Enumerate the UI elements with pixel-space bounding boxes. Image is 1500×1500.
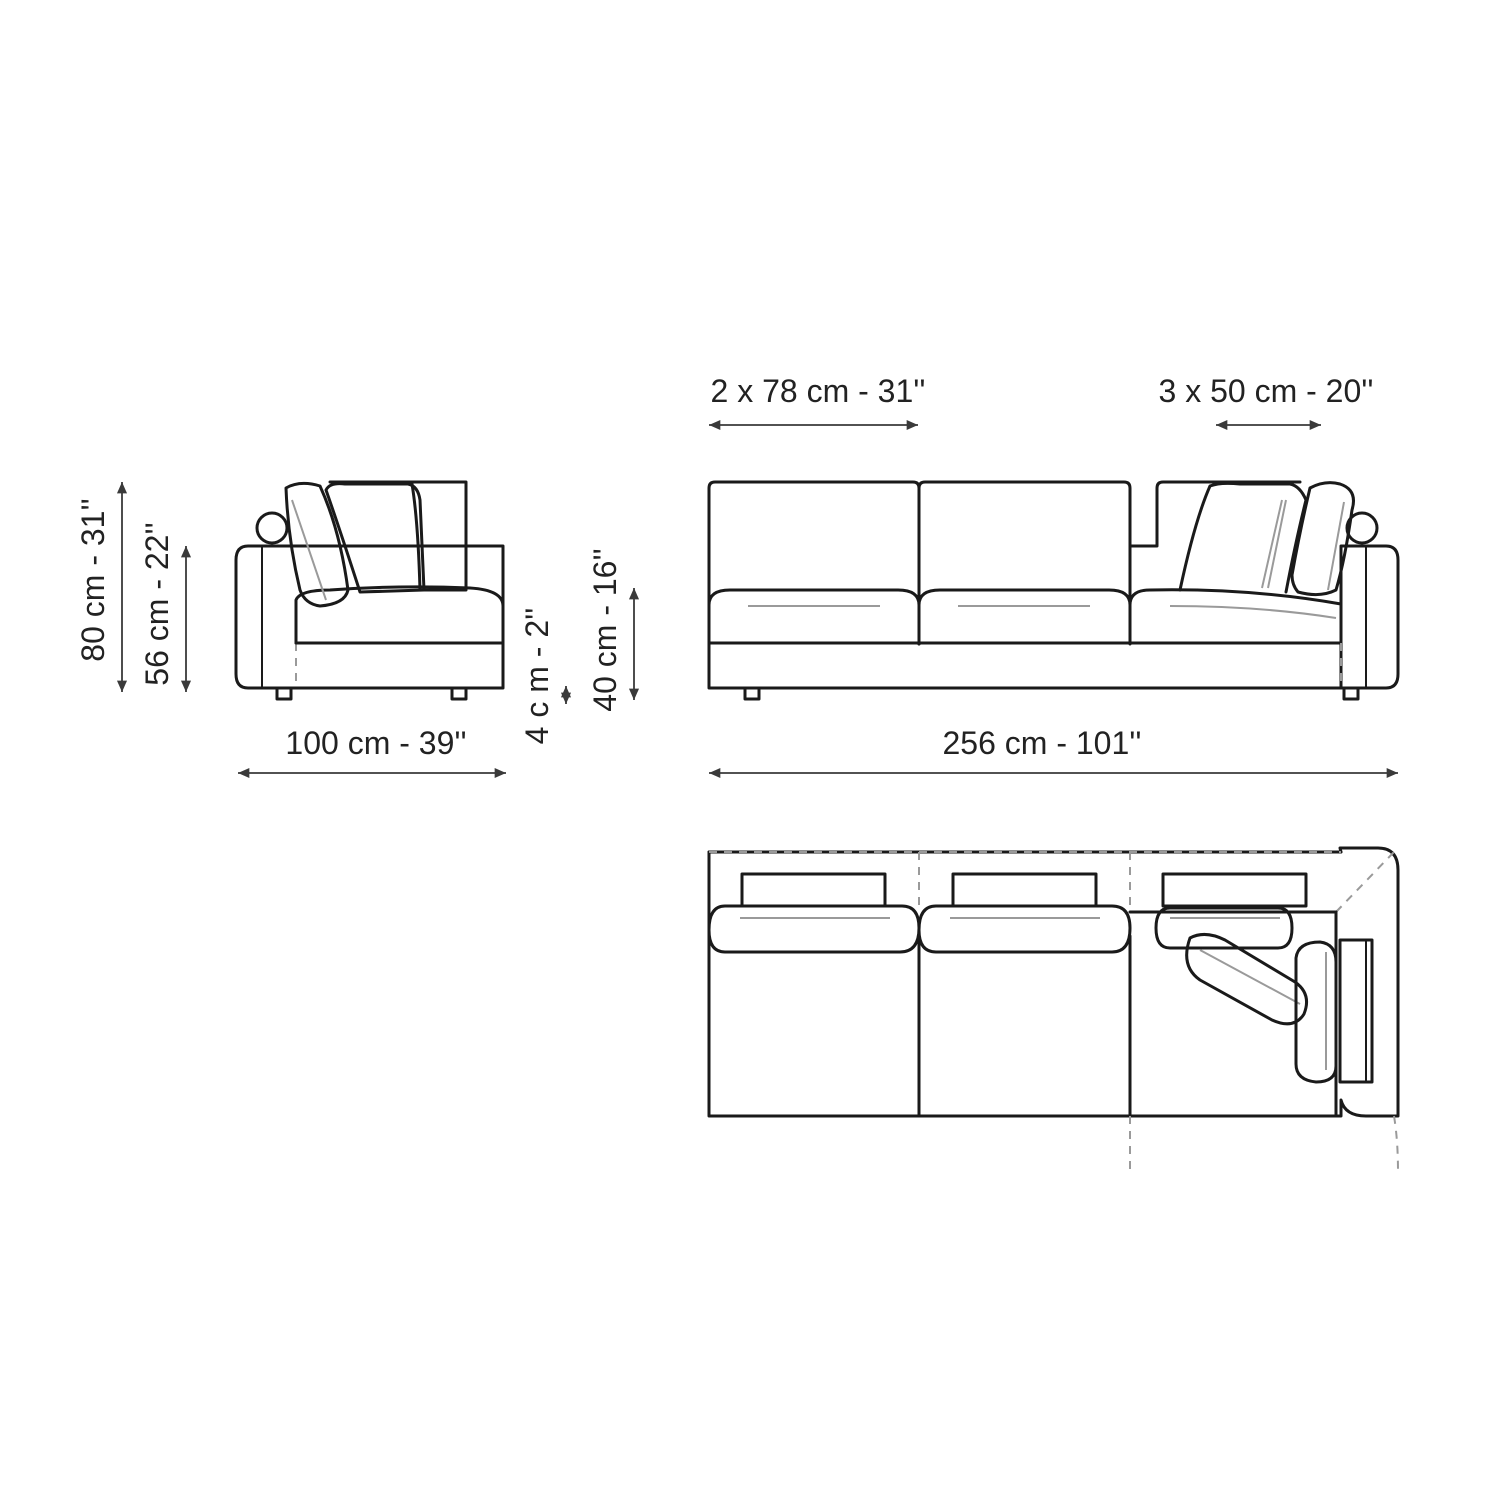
label-depth: 100 cm - 39'': [285, 725, 466, 761]
side-dimension-lines: [116, 482, 640, 779]
label-height-arm: 56 cm - 22'': [139, 522, 175, 685]
front-dimension-lines: [709, 419, 1398, 779]
label-leg-height: 4 c m - 2'': [519, 608, 555, 745]
label-front-width: 256 cm - 101'': [943, 725, 1142, 761]
label-height-total: 80 cm - 31'': [75, 498, 111, 661]
label-seat-width-small: 3 x 50 cm - 20'': [1159, 373, 1374, 409]
top-view: [707, 846, 1400, 1173]
front-view: [707, 480, 1400, 701]
label-seat-width-large: 2 x 78 cm - 31'': [711, 373, 926, 409]
side-view: [234, 480, 505, 701]
label-seat-height: 40 cm - 16'': [587, 548, 623, 711]
